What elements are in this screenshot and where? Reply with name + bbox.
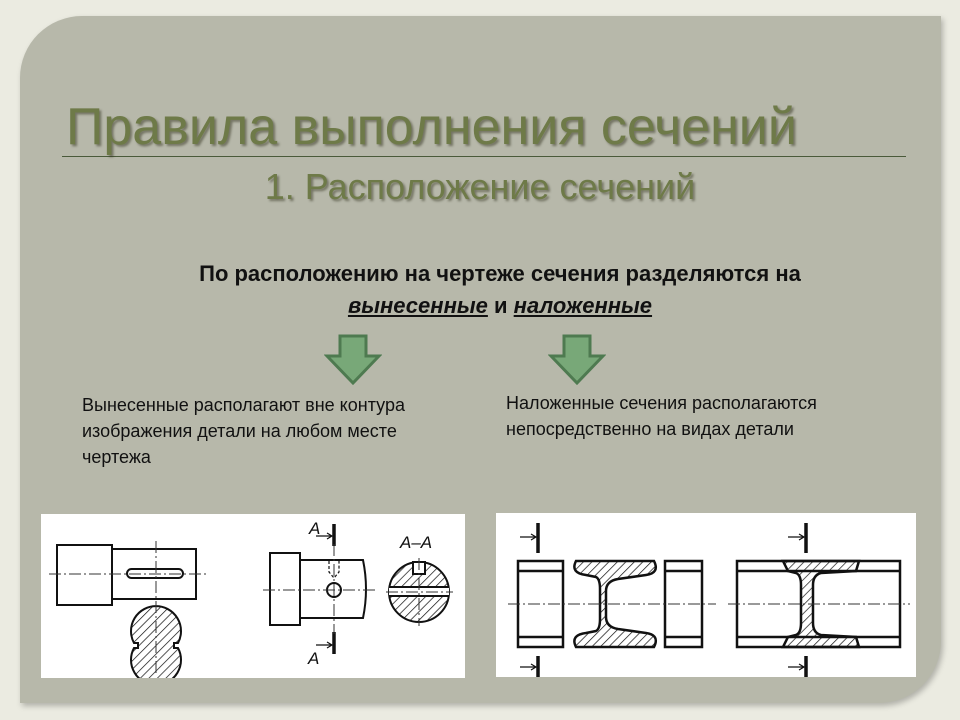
removed-sections-description: Вынесенные располагают вне контура изобр…: [82, 395, 405, 467]
down-arrow-icon: [324, 334, 382, 386]
intro-text: По расположению на чертеже сечения разде…: [60, 258, 940, 322]
section-label-a-top: А: [308, 519, 320, 538]
down-arrow-icon: [548, 334, 606, 386]
section-label-aa: А–А: [399, 533, 432, 552]
section-label-a-bottom: А: [307, 649, 319, 668]
superimposed-sections-description: Наложенные сечения располагаются непосре…: [506, 393, 817, 439]
term-superimposed: наложенные: [513, 293, 653, 318]
slide-title: Правила выполнения сечений: [62, 98, 906, 157]
slide-subtitle: 1. Расположение сечений: [264, 166, 696, 207]
intro-sentence: По расположению на чертеже сечения разде…: [199, 261, 801, 286]
intro-and: и: [494, 293, 508, 318]
removed-sections-drawing: А А А–А: [41, 514, 465, 678]
superimposed-sections-drawing: [496, 513, 916, 677]
term-removed: вынесенные: [347, 293, 488, 318]
